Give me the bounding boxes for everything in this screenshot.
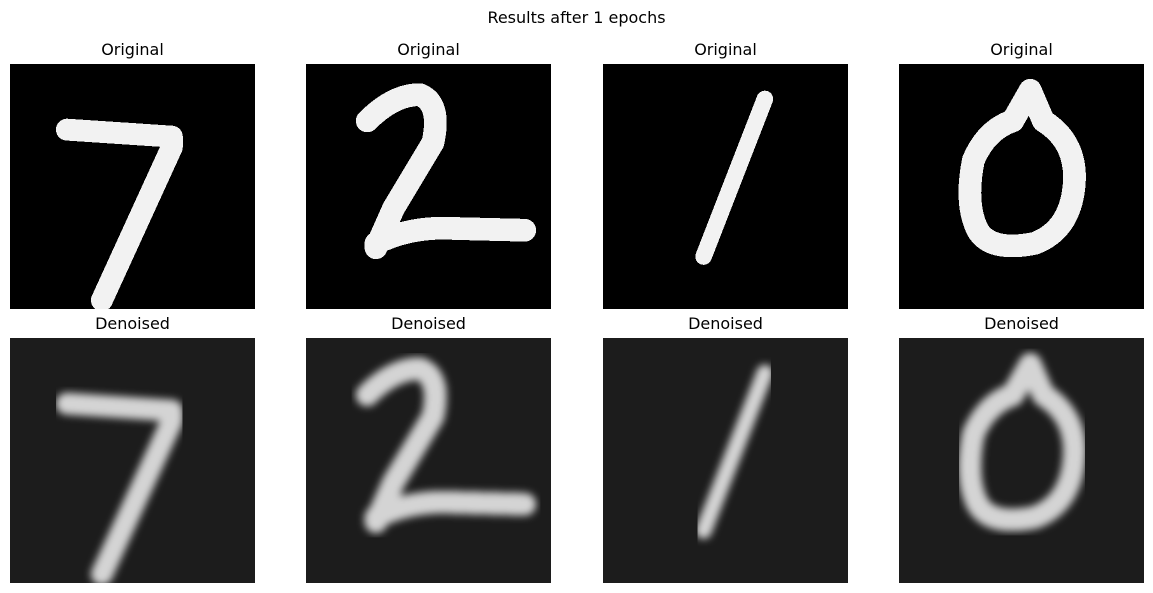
panel-title: Original	[397, 40, 460, 59]
digit-stroke	[355, 83, 537, 260]
denoised-panel-4: Denoised	[899, 314, 1144, 583]
digit-image-2	[306, 64, 551, 309]
digit-stroke	[55, 392, 183, 583]
digit-image-0	[899, 338, 1144, 583]
denoised-panel-1: Denoised	[10, 314, 255, 583]
original-panel-3: Original	[603, 40, 848, 309]
original-panel-2: Original	[306, 40, 551, 309]
original-panel-1: Original	[10, 40, 255, 309]
panel-title: Denoised	[95, 314, 170, 333]
digit-stroke	[958, 78, 1086, 258]
digit-image-0	[899, 64, 1144, 309]
figure-suptitle: Results after 1 epochs	[487, 8, 666, 27]
image-background	[10, 64, 255, 309]
digit-stroke	[55, 118, 183, 309]
panel-title: Original	[694, 40, 757, 59]
panel-title: Denoised	[391, 314, 466, 333]
denoised-panel-3: Denoised	[603, 314, 848, 583]
panel-title: Denoised	[688, 314, 763, 333]
digit-image-1	[603, 338, 848, 583]
digit-stroke	[695, 364, 774, 539]
digit-image-1	[603, 64, 848, 309]
digit-stroke	[355, 357, 537, 534]
digit-stroke	[695, 90, 774, 265]
digit-stroke	[958, 352, 1086, 532]
digit-image-7	[10, 64, 255, 309]
original-panel-4: Original	[899, 40, 1144, 309]
image-background	[10, 338, 255, 583]
digit-image-2	[306, 338, 551, 583]
digit-image-7	[10, 338, 255, 583]
denoised-panel-2: Denoised	[306, 314, 551, 583]
panel-title: Denoised	[984, 314, 1059, 333]
panel-title: Original	[990, 40, 1053, 59]
panel-title: Original	[101, 40, 164, 59]
